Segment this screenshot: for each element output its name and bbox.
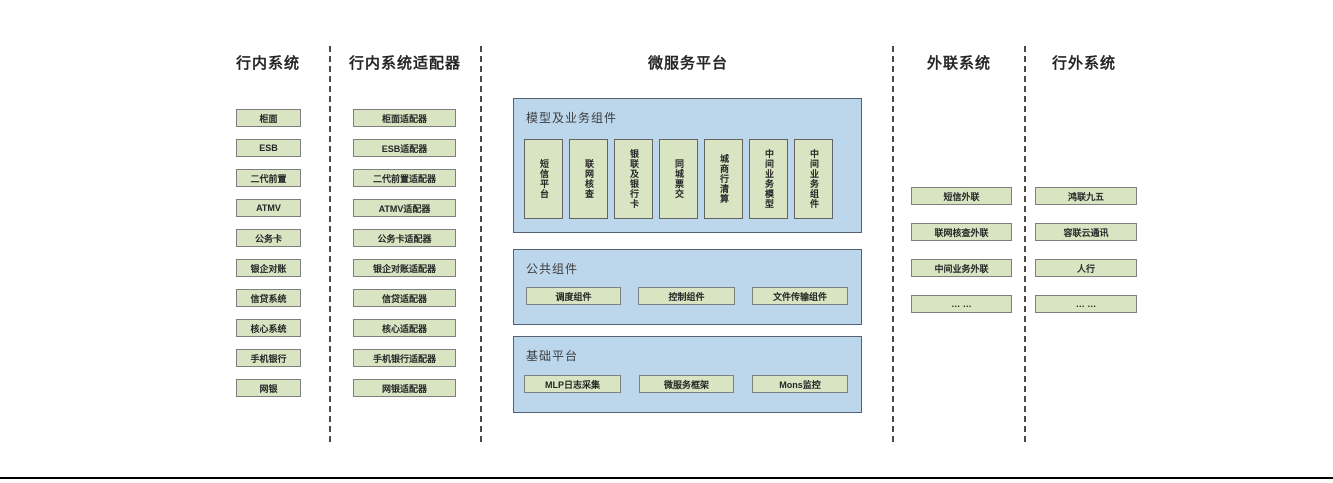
inbank-box-gen2-front: 二代前置 <box>236 169 301 187</box>
model-components-row: 短信平台 联网核查 银联及银行卡 同城票交 城商行清算 中间业务模型 中间业务组… <box>524 139 833 219</box>
model-box-citywide-bill-exchange: 同城票交 <box>659 139 698 219</box>
base-box-mlp-log-collection: MLP日志采集 <box>524 375 621 393</box>
adapter-box-esb: ESB适配器 <box>353 139 456 157</box>
column-external-systems: 鸿联九五 容联云通讯 人行 … … <box>1035 187 1137 313</box>
adapter-box-counter: 柜面适配器 <box>353 109 456 127</box>
external-box-ronglian-cloud: 容联云通讯 <box>1035 223 1137 241</box>
external-box-honglian95: 鸿联九五 <box>1035 187 1137 205</box>
external-box-ellipsis: … … <box>1035 295 1137 313</box>
column-inbank-adapters: 柜面适配器 ESB适配器 二代前置适配器 ATMV适配器 公务卡适配器 银企对账… <box>353 109 456 397</box>
model-box-unionpay-bankcard-label: 银联及银行卡 <box>629 149 639 209</box>
common-box-control: 控制组件 <box>638 287 735 305</box>
inbank-box-bank-enterprise-recon: 银企对账 <box>236 259 301 277</box>
panel-base-platform: 基础平台 MLP日志采集 微服务框架 Mons监控 <box>513 336 862 413</box>
adapter-box-online-banking: 网银适配器 <box>353 379 456 397</box>
adapter-box-bank-enterprise-recon: 银企对账适配器 <box>353 259 456 277</box>
panel-title-base: 基础平台 <box>526 349 579 363</box>
inbank-box-counter: 柜面 <box>236 109 301 127</box>
header-outlink-systems: 外联系统 <box>926 55 991 72</box>
model-box-intermediate-business-model-label: 中间业务模型 <box>764 149 774 209</box>
header-external-systems: 行外系统 <box>1051 55 1116 72</box>
model-box-city-bank-clearing-label: 城商行清算 <box>719 154 729 204</box>
model-box-sms-platform-label: 短信平台 <box>539 159 549 199</box>
inbank-box-core-system: 核心系统 <box>236 319 301 337</box>
inbank-box-esb: ESB <box>236 139 301 157</box>
inbank-box-atmv: ATMV <box>236 199 301 217</box>
header-inbank-systems: 行内系统 <box>235 55 300 72</box>
column-inbank-systems: 柜面 ESB 二代前置 ATMV 公务卡 银企对账 信贷系统 核心系统 手机银行… <box>236 109 301 397</box>
header-microservice-platform: 微服务平台 <box>647 55 728 72</box>
panel-model-business-components: 模型及业务组件 短信平台 联网核查 银联及银行卡 同城票交 城商行清算 中间业务… <box>513 98 862 233</box>
base-box-mons-monitoring: Mons监控 <box>752 375 848 393</box>
model-box-network-check: 联网核查 <box>569 139 608 219</box>
model-box-sms-platform: 短信平台 <box>524 139 563 219</box>
outlink-box-network-check: 联网核查外联 <box>911 223 1012 241</box>
divider-2 <box>480 46 482 444</box>
outlink-box-sms: 短信外联 <box>911 187 1012 205</box>
inbank-box-mobile-banking: 手机银行 <box>236 349 301 367</box>
bottom-rule <box>0 477 1333 479</box>
model-box-network-check-label: 联网核查 <box>584 159 594 199</box>
column-outlink-systems: 短信外联 联网核查外联 中间业务外联 … … <box>911 187 1012 313</box>
panel-title-common: 公共组件 <box>526 262 579 276</box>
panel-common-components: 公共组件 调度组件 控制组件 文件传输组件 <box>513 249 862 325</box>
divider-1 <box>329 46 331 444</box>
divider-4 <box>1024 46 1026 444</box>
inbank-box-online-banking: 网银 <box>236 379 301 397</box>
panel-title-model: 模型及业务组件 <box>526 111 618 125</box>
divider-3 <box>892 46 894 444</box>
base-platform-row: MLP日志采集 微服务框架 Mons监控 <box>524 375 848 393</box>
common-components-row: 调度组件 控制组件 文件传输组件 <box>526 287 848 305</box>
outlink-box-ellipsis: … … <box>911 295 1012 313</box>
adapter-box-gen2-front: 二代前置适配器 <box>353 169 456 187</box>
adapter-box-credit: 信贷适配器 <box>353 289 456 307</box>
model-box-city-bank-clearing: 城商行清算 <box>704 139 743 219</box>
adapter-box-atmv: ATMV适配器 <box>353 199 456 217</box>
adapter-box-core: 核心适配器 <box>353 319 456 337</box>
adapter-box-business-card: 公务卡适配器 <box>353 229 456 247</box>
header-inbank-adapters: 行内系统适配器 <box>348 55 461 72</box>
external-box-pboc: 人行 <box>1035 259 1137 277</box>
model-box-unionpay-bankcard: 银联及银行卡 <box>614 139 653 219</box>
model-box-intermediate-business-component: 中间业务组件 <box>794 139 833 219</box>
model-box-intermediate-business-component-label: 中间业务组件 <box>809 149 819 209</box>
inbank-box-credit-system: 信贷系统 <box>236 289 301 307</box>
adapter-box-mobile-banking: 手机银行适配器 <box>353 349 456 367</box>
model-box-intermediate-business-model: 中间业务模型 <box>749 139 788 219</box>
common-box-scheduling: 调度组件 <box>526 287 621 305</box>
common-box-file-transfer: 文件传输组件 <box>752 287 848 305</box>
base-box-microservice-framework: 微服务框架 <box>639 375 734 393</box>
model-box-citywide-bill-exchange-label: 同城票交 <box>674 159 684 199</box>
outlink-box-intermediate-business: 中间业务外联 <box>911 259 1012 277</box>
inbank-box-business-card: 公务卡 <box>236 229 301 247</box>
